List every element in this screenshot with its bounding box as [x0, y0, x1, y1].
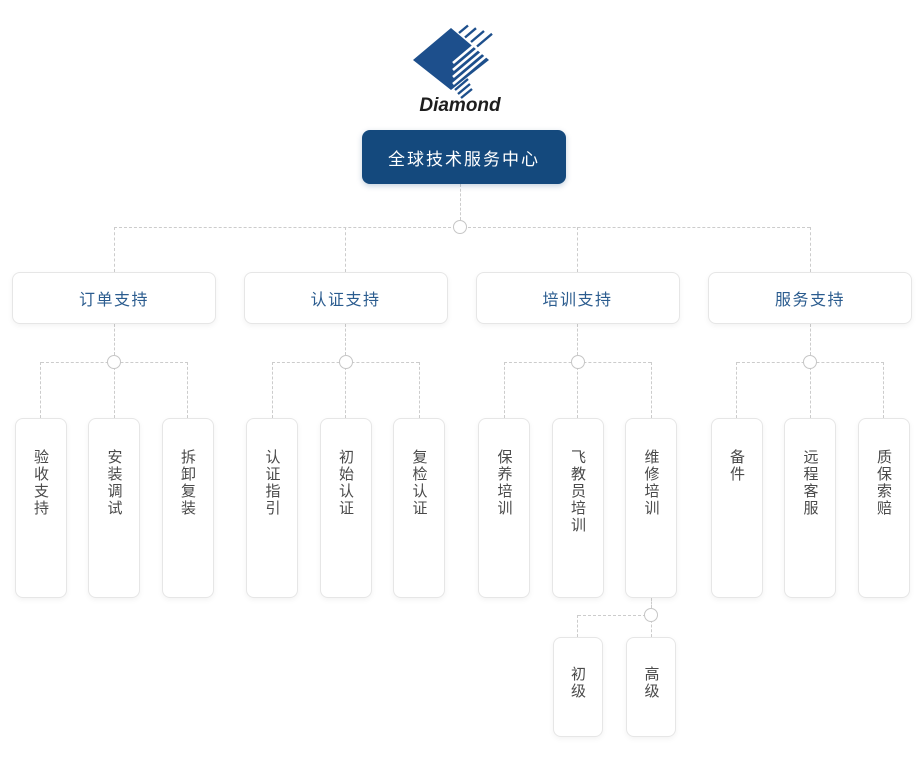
connector-line — [40, 362, 41, 418]
branch-label: 认证支持 — [310, 292, 381, 309]
connector-line — [809, 324, 811, 355]
connector-line — [187, 362, 188, 418]
leaf-label: 备件 — [728, 449, 745, 483]
connector-line — [345, 227, 346, 272]
connector-line — [577, 615, 651, 616]
branch-node-order-support: 订单支持 — [12, 272, 216, 324]
leaf-node: 维修培训 — [625, 418, 677, 598]
branch-label: 服务支持 — [774, 292, 845, 309]
leaf-label: 保养培训 — [495, 449, 513, 517]
leaf-label: 安装调试 — [105, 449, 123, 517]
leaf-label: 初始认证 — [337, 449, 354, 517]
connector-junction-dot — [453, 220, 467, 234]
connector-line — [345, 324, 346, 355]
brand-wordmark: Diamond — [419, 95, 501, 116]
leaf-node: 拆卸复装 — [161, 418, 214, 598]
leaf-label: 质保索赔 — [875, 449, 892, 517]
connector-junction-dot — [570, 355, 585, 369]
leaf-node: 初级 — [552, 637, 603, 737]
connector-line — [345, 362, 346, 418]
branch-label: 培训支持 — [542, 292, 613, 309]
connector-line — [577, 362, 578, 418]
branch-node-service-support: 服务支持 — [708, 272, 912, 324]
connector-line — [883, 362, 884, 418]
connector-line — [459, 184, 461, 220]
leaf-node: 初始认证 — [319, 418, 372, 598]
leaf-label: 复检认证 — [410, 449, 428, 517]
connector-line — [650, 598, 652, 608]
root-node: 全球技术服务中心 — [362, 130, 566, 184]
leaf-label: 飞教员培训 — [569, 449, 586, 534]
connector-line — [113, 227, 115, 272]
connector-line — [650, 362, 652, 418]
connector-junction-dot — [338, 355, 353, 369]
connector-line — [577, 324, 578, 355]
connector-line — [418, 362, 420, 418]
connector-line — [809, 362, 811, 418]
leaf-node: 质保索赔 — [857, 418, 910, 598]
connector-line — [577, 615, 578, 637]
leaf-node: 飞教员培训 — [551, 418, 604, 598]
leaf-node: 远程客服 — [784, 418, 836, 598]
leaf-node: 复检认证 — [393, 418, 445, 598]
branch-node-certification-support: 认证支持 — [243, 272, 448, 324]
leaf-label: 认证指引 — [263, 449, 281, 517]
leaf-label: 验收支持 — [32, 449, 49, 517]
connector-line — [736, 362, 737, 418]
leaf-node: 保养培训 — [478, 418, 530, 598]
connector-line — [577, 227, 578, 272]
leaf-label: 高级 — [642, 666, 660, 700]
leaf-node: 安装调试 — [88, 418, 140, 598]
leaf-label: 远程客服 — [801, 449, 819, 517]
connector-junction-dot — [107, 355, 121, 369]
leaf-node: 认证指引 — [246, 418, 298, 598]
leaf-label: 拆卸复装 — [179, 449, 196, 517]
connector-line — [650, 615, 652, 637]
connector-line — [809, 227, 811, 272]
diamond-logo-icon — [413, 24, 494, 99]
leaf-node: 验收支持 — [14, 418, 67, 598]
branch-label: 订单支持 — [78, 292, 149, 309]
connector-junction-dot — [803, 355, 817, 369]
leaf-node: 备件 — [710, 418, 763, 598]
leaf-node: 高级 — [626, 637, 676, 737]
leaf-label: 初级 — [569, 666, 586, 700]
connector-line — [271, 362, 273, 418]
connector-line — [503, 362, 505, 418]
root-label: 全球技术服务中心 — [388, 149, 540, 169]
connector-line — [113, 324, 115, 355]
leaf-label: 维修培训 — [642, 449, 660, 517]
connector-junction-dot — [644, 608, 658, 622]
branch-node-training-support: 培训支持 — [475, 272, 680, 324]
connector-line — [113, 362, 115, 418]
